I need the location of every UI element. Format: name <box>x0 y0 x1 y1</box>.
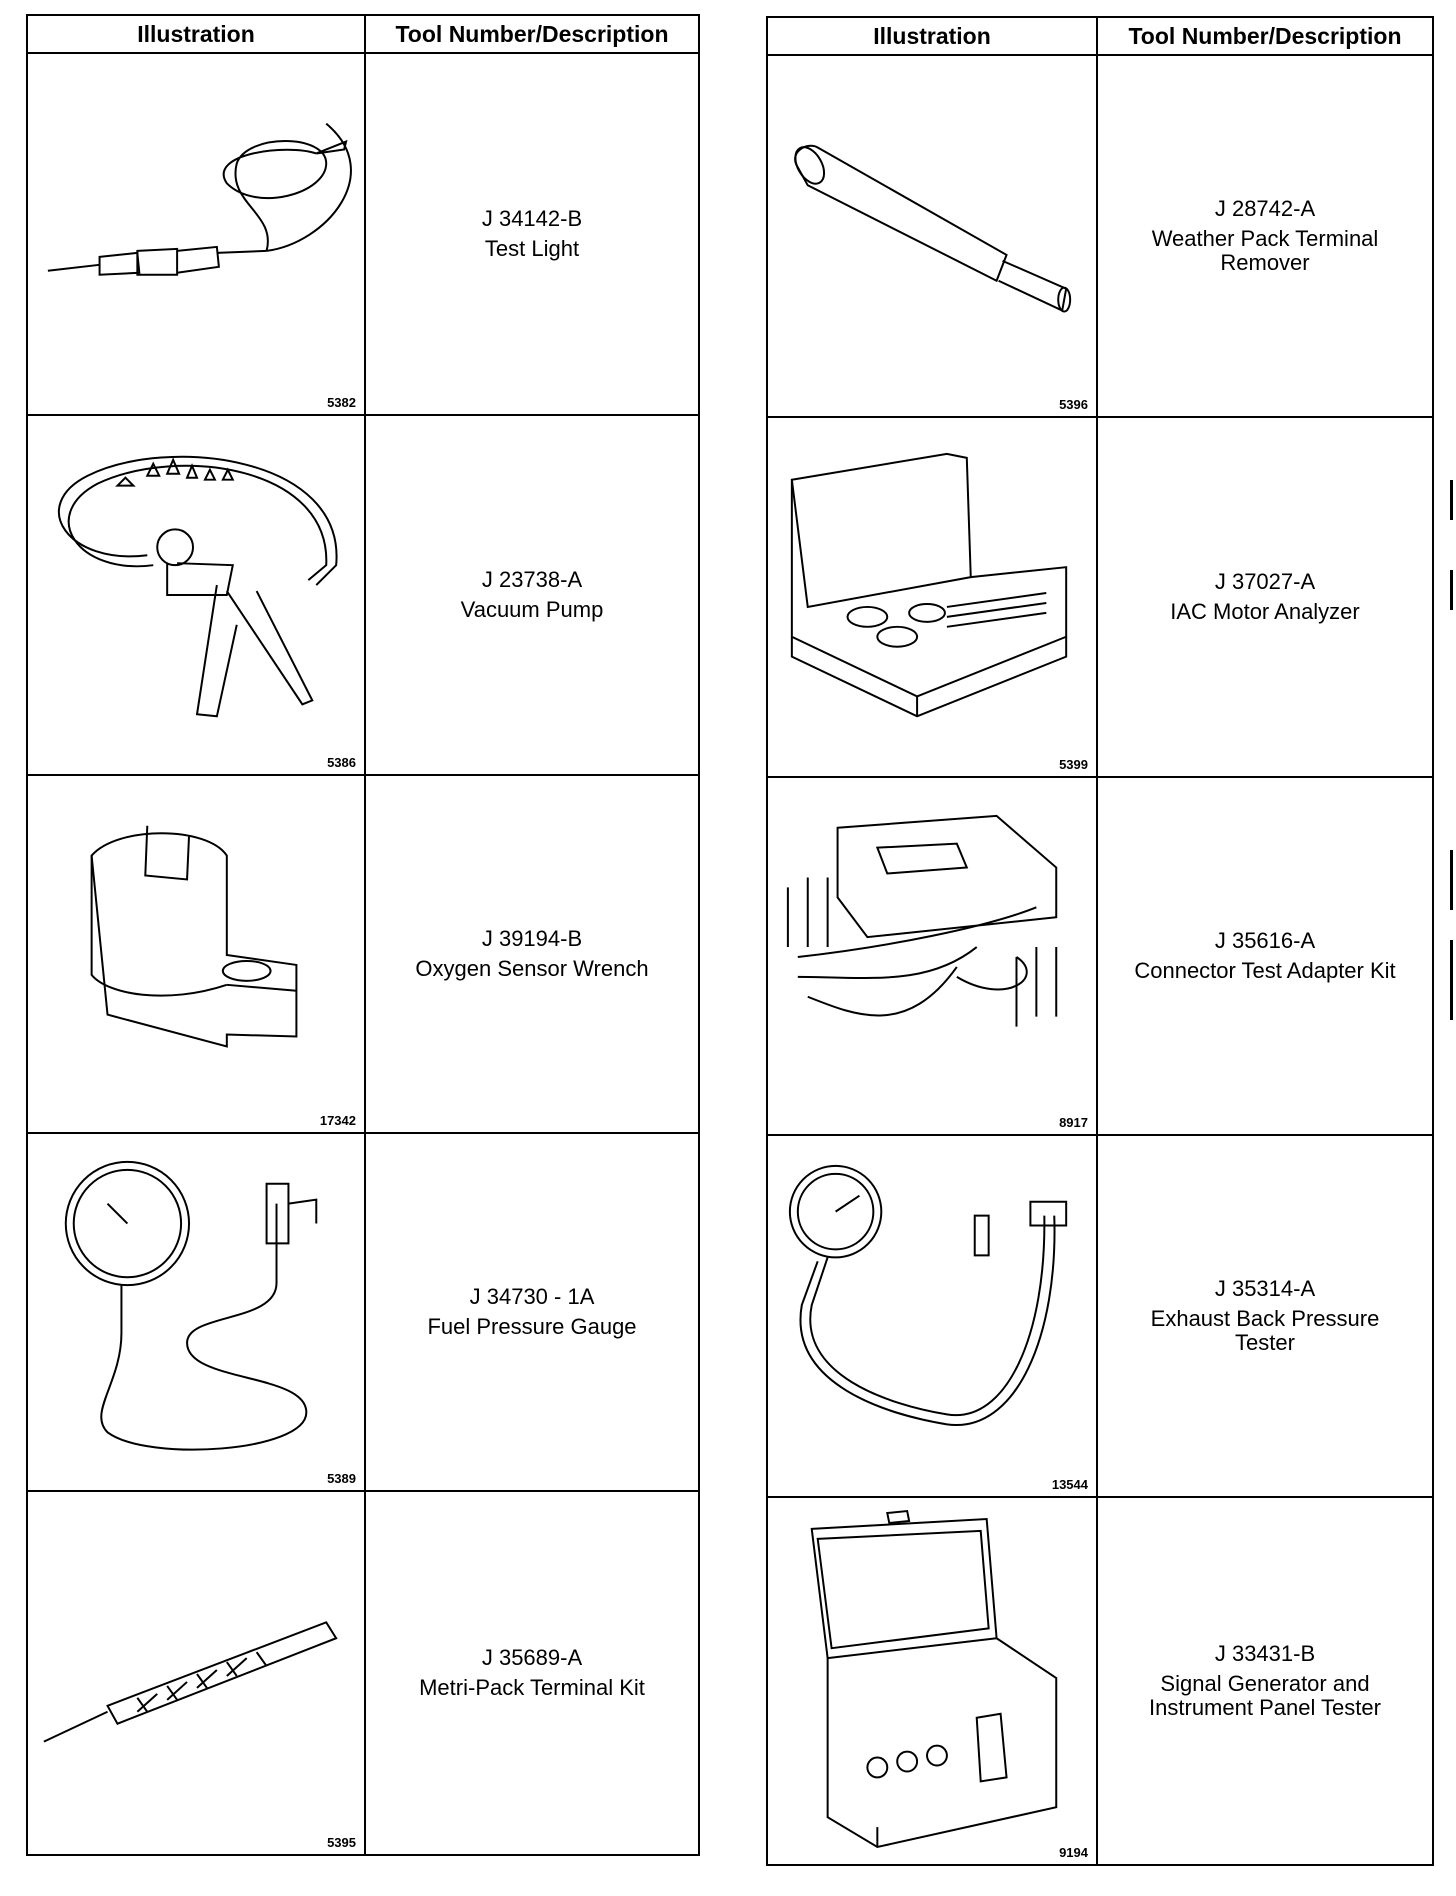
illustration-cell: 8917 <box>768 778 1098 1134</box>
illustration-cell: 13544 <box>768 1136 1098 1496</box>
terminal-tool-icon <box>43 1621 338 1743</box>
tool-description: J 23738-A Vacuum Pump <box>366 416 698 774</box>
tool-name: Weather Pack Terminal Remover <box>1151 226 1379 275</box>
illustration-cell: 9194 <box>768 1498 1098 1864</box>
terminal-remover-icon <box>794 144 1072 313</box>
tool-name: Metri-Pack Terminal Kit <box>419 1675 645 1700</box>
figure-number: 5395 <box>327 1835 356 1850</box>
oxygen-sensor-wrench-icon <box>90 825 298 1048</box>
tool-description: J 28742-A Weather Pack Terminal Remover <box>1098 56 1432 416</box>
table-header: Illustration Tool Number/Description <box>28 16 698 54</box>
table-row: 5399 J 37027-A IAC Motor Analyzer <box>768 418 1432 778</box>
tool-name: Vacuum Pump <box>460 597 604 622</box>
illustration-cell: 5395 <box>28 1492 366 1854</box>
tool-description: J 37027-A IAC Motor Analyzer <box>1098 418 1432 776</box>
illustration-cell: 5389 <box>28 1134 366 1490</box>
tool-description: J 34730 - 1A Fuel Pressure Gauge <box>366 1134 698 1490</box>
scan-edge-mark <box>1450 850 1453 910</box>
table-row: 13544 J 35314-A Exhaust Back Pressure Te… <box>768 1136 1432 1498</box>
tool-name: IAC Motor Analyzer <box>1170 599 1360 624</box>
table-row: 9194 J 33431-B Signal Generator and Inst… <box>768 1498 1432 1864</box>
figure-number: 17342 <box>319 1113 356 1128</box>
figure-number: 5386 <box>327 755 356 770</box>
tool-number: J 35314-A <box>1214 1276 1316 1301</box>
tool-number: J 39194-B <box>481 926 583 951</box>
table-row: 17342 J 39194-B Oxygen Sensor Wrench <box>28 776 698 1134</box>
vacuum-pump-icon <box>57 455 338 718</box>
tool-name: Connector Test Adapter Kit <box>1134 958 1396 983</box>
illustration-cell: 5382 <box>28 54 366 414</box>
figure-number: 9194 <box>1059 1845 1088 1860</box>
table-row: 5396 J 28742-A Weather Pack Terminal Rem… <box>768 56 1432 418</box>
tool-name: Fuel Pressure Gauge <box>427 1314 637 1339</box>
header-tool: Tool Number/Description <box>395 20 669 47</box>
illustration-cell: 5396 <box>768 56 1098 416</box>
figure-number: 5389 <box>327 1471 356 1486</box>
figure-number: 5399 <box>1059 757 1088 772</box>
figure-number: 5382 <box>327 395 356 410</box>
tool-table-left: Illustration Tool Number/Description 538… <box>26 14 700 1856</box>
scan-edge-mark <box>1450 570 1453 610</box>
tool-name: Exhaust Back Pressure Tester <box>1150 1306 1380 1355</box>
tool-number: J 33431-B <box>1214 1641 1316 1666</box>
figure-number: 13544 <box>1051 1477 1088 1492</box>
header-tool: Tool Number/Description <box>1128 22 1402 49</box>
table-row: 5382 J 34142-B Test Light <box>28 54 698 416</box>
illustration-cell: 17342 <box>28 776 366 1132</box>
tool-number: J 35616-A <box>1214 928 1316 953</box>
test-light-icon <box>47 122 352 276</box>
tool-name: Test Light <box>484 236 580 261</box>
scan-edge-mark <box>1450 940 1453 1020</box>
tool-number: J 23738-A <box>481 567 583 592</box>
table-row: 8917 J 35616-A Connector Test Adapter Ki… <box>768 778 1432 1136</box>
table-row: 5389 J 34730 - 1A Fuel Pressure Gauge <box>28 1134 698 1492</box>
tool-description: J 34142-B Test Light <box>366 54 698 414</box>
tool-number: J 34730 - 1A <box>469 1284 595 1309</box>
table-row: 5386 J 23738-A Vacuum Pump <box>28 416 698 776</box>
tool-table-right: Illustration Tool Number/Description 539… <box>766 16 1434 1866</box>
header-illustration: Illustration <box>28 16 366 52</box>
tool-description: J 35689-A Metri-Pack Terminal Kit <box>366 1492 698 1854</box>
signal-generator-icon <box>810 1509 1058 1849</box>
illustration-cell: 5399 <box>768 418 1098 776</box>
pressure-tester-icon <box>788 1164 1068 1426</box>
tool-number: J 35689-A <box>481 1645 583 1670</box>
tool-description: J 35314-A Exhaust Back Pressure Tester <box>1098 1136 1432 1496</box>
tool-description: J 35616-A Connector Test Adapter Kit <box>1098 778 1432 1134</box>
fuel-pressure-gauge-icon <box>64 1160 318 1451</box>
figure-number: 5396 <box>1059 397 1088 412</box>
tool-description: J 39194-B Oxygen Sensor Wrench <box>366 776 698 1132</box>
tool-description: J 33431-B Signal Generator and Instrumen… <box>1098 1498 1432 1864</box>
table-header: Illustration Tool Number/Description <box>768 18 1432 56</box>
header-illustration: Illustration <box>768 18 1098 54</box>
adapter-kit-icon <box>786 814 1058 1027</box>
tool-number: J 34142-B <box>481 206 583 231</box>
tool-case-icon <box>790 452 1068 718</box>
tool-number: J 37027-A <box>1214 569 1316 594</box>
figure-number: 8917 <box>1059 1115 1088 1130</box>
tool-name: Oxygen Sensor Wrench <box>415 956 649 981</box>
illustration-cell: 5386 <box>28 416 366 774</box>
tool-number: J 28742-A <box>1214 196 1316 221</box>
scan-edge-mark <box>1450 480 1453 520</box>
table-row: 5395 J 35689-A Metri-Pack Terminal Kit <box>28 1492 698 1854</box>
tool-name: Signal Generator and Instrument Panel Te… <box>1149 1671 1381 1720</box>
